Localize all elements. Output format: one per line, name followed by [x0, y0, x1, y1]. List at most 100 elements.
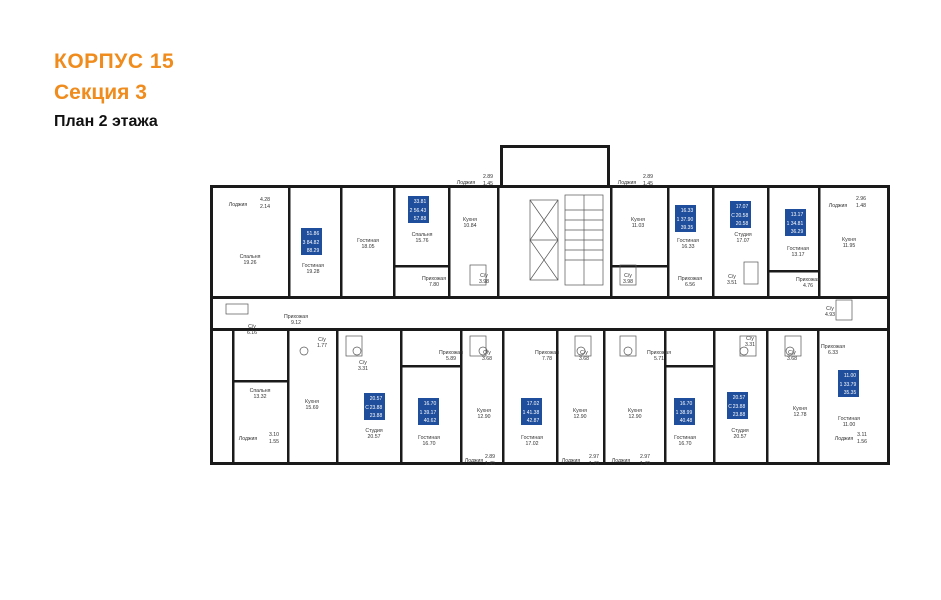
loggia-size-b: 1.48 — [856, 203, 866, 209]
room-name: Гостиная — [838, 416, 860, 422]
loggia-size-b: 1.49 — [640, 461, 650, 467]
room-name: Лоджия — [835, 436, 854, 442]
room-name: Прихожая — [422, 276, 446, 282]
room-name: Лоджия — [562, 458, 581, 464]
badge-line: 40.62 — [424, 418, 437, 424]
room-area: 9.12 — [291, 320, 301, 326]
room-area: 3.31 — [358, 366, 368, 372]
apartment-badge[interactable]: 13.17 1 34.81 36.29 — [785, 209, 806, 236]
room-area: 19.26 — [244, 260, 257, 266]
badge-rooms: 1 — [523, 410, 526, 416]
badge-line: 35.35 — [844, 390, 857, 396]
apartment-badges: 51.86 3 84.82 88.29 33.81 2 56.43 57.88 … — [301, 196, 859, 425]
room-name: Лоджия — [229, 202, 248, 208]
apartment-badge[interactable]: 16.33 1 37.90 39.35 — [675, 205, 696, 232]
apartment-badge[interactable]: 20.57 С 23.88 23.88 — [364, 393, 385, 420]
building-title: КОРПУС 15 — [54, 50, 175, 73]
badge-line: 42.87 — [527, 418, 540, 424]
room-name: Прихожая — [284, 314, 308, 320]
room-area: 15.69 — [306, 405, 319, 411]
room-name: С/у — [483, 350, 491, 356]
badge-line: 57.88 — [414, 216, 427, 222]
room-area: 10.84 — [464, 223, 477, 229]
room-name: Гостиная — [787, 246, 809, 252]
room-name: Гостиная — [302, 263, 324, 269]
apartment-badge[interactable]: 17.07 С 20.58 20.58 — [730, 201, 751, 228]
apartment-badge[interactable]: 16.70 1 39.17 40.62 — [418, 398, 439, 425]
room-name: Гостиная — [521, 435, 543, 441]
room-name: Лоджия — [618, 180, 637, 186]
badge-line: 38.99 — [680, 410, 693, 416]
room-name: Прихожая — [821, 344, 845, 350]
loggia-size-b: 1.56 — [857, 439, 867, 445]
room-area: 3.98 — [479, 279, 489, 285]
badge-line: 56.43 — [414, 208, 427, 214]
room-name: Прихожая — [535, 350, 559, 356]
badge-line: 34.81 — [791, 221, 804, 227]
badge-line: 36.29 — [791, 229, 804, 235]
room-area: 12.90 — [478, 414, 491, 420]
room-area: 12.78 — [794, 412, 807, 418]
room-name: С/у — [746, 336, 754, 342]
badge-line: 51.86 — [307, 231, 320, 237]
badge-line: 39.17 — [424, 410, 437, 416]
badge-line: 33.81 — [414, 199, 427, 205]
apartment-badge[interactable]: 16.70 1 38.99 40.48 — [674, 398, 695, 425]
apartment-badge[interactable]: 11.00 1 33.79 35.35 — [838, 370, 859, 397]
stair-core — [529, 194, 604, 286]
badge-rooms: 1 — [676, 410, 679, 416]
room-name: С/у — [318, 337, 326, 343]
room-area: 16.70 — [679, 441, 692, 447]
badge-line: 37.90 — [681, 217, 694, 223]
room-area: 20.57 — [734, 434, 747, 440]
badge-line: 20.58 — [736, 221, 749, 227]
badge-line: 20.58 — [736, 213, 749, 219]
badge-line: 17.02 — [527, 401, 540, 407]
apartment-badge[interactable]: 33.81 2 56.43 57.88 — [408, 196, 429, 223]
loggia-size-a: 3.10 — [269, 432, 279, 438]
loggia-size-a: 3.11 — [857, 432, 867, 438]
room-name: Кухня — [573, 408, 587, 414]
room-name: Кухня — [631, 217, 645, 223]
room-area: 3.68 — [787, 356, 797, 362]
room-name: Кухня — [628, 408, 642, 414]
badge-line: 17.07 — [736, 204, 749, 210]
room-area: 12.90 — [629, 414, 642, 420]
room-name: Лоджия — [457, 180, 476, 186]
room-name: С/у — [788, 350, 796, 356]
room-area: 3.31 — [745, 342, 755, 348]
badge-rooms: С — [365, 405, 369, 411]
room-name: Спальня — [240, 254, 261, 260]
loggia-size-b: 1.49 — [589, 461, 599, 467]
room-name: Лоджия — [612, 458, 631, 464]
loggia-size-b: 1.45 — [483, 181, 493, 187]
badge-rooms: С — [731, 213, 735, 219]
loggia-size-a: 2.97 — [589, 454, 599, 460]
room-area: 4.93 — [825, 312, 835, 318]
room-area: 5.89 — [446, 356, 456, 362]
badge-rooms: 1 — [420, 410, 423, 416]
loggia-size-b: 1.55 — [269, 439, 279, 445]
loggia-size-a: 2.96 — [856, 196, 866, 202]
badge-rooms: С — [728, 404, 732, 410]
badge-line: 16.70 — [424, 401, 437, 407]
room-area: 16.33 — [682, 244, 695, 250]
room-name: Кухня — [793, 406, 807, 412]
badge-rooms: 2 — [410, 208, 413, 214]
room-area: 11.03 — [632, 223, 645, 229]
loggia-size-b: 2.14 — [260, 204, 270, 210]
loggia-size-b: 1.45 — [485, 461, 495, 467]
room-area: 3.51 — [727, 280, 737, 286]
room-area: 1.77 — [317, 343, 327, 349]
apartment-badge[interactable]: 51.86 3 84.82 88.29 — [301, 228, 322, 255]
room-area: 3.98 — [623, 279, 633, 285]
room-name: Лоджия — [239, 436, 258, 442]
apartment-badge[interactable]: 17.02 1 41.38 42.87 — [521, 398, 542, 425]
room-name: Прихожая — [678, 276, 702, 282]
badge-line: 39.35 — [681, 225, 694, 231]
badge-line: 88.29 — [307, 248, 320, 254]
apartment-badge[interactable]: 20.57 С 23.88 23.88 — [727, 392, 748, 419]
loggia-size-a: 2.89 — [485, 454, 495, 460]
badge-line: 23.88 — [733, 412, 746, 418]
badge-line: 16.70 — [680, 401, 693, 407]
